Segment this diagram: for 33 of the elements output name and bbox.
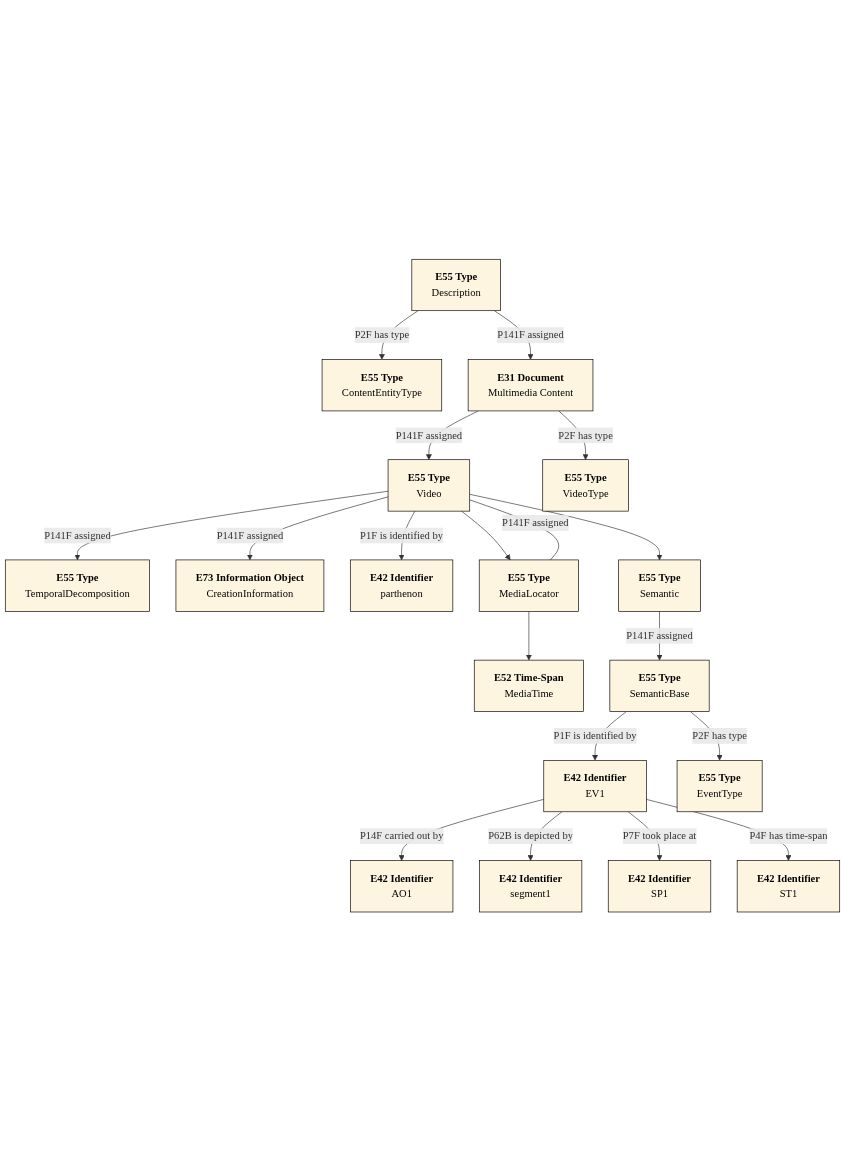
- node-box: E42 Identifier parthenon: [349, 559, 454, 612]
- node-box: E55 Type Semantic: [618, 559, 701, 612]
- node-box: E42 Identifier EV1: [543, 759, 647, 812]
- edge-label: P62B is depicted by: [488, 830, 573, 842]
- node-box: E42 Identifier segment1: [479, 860, 583, 913]
- node-box: E73 Information Object CreationInformation: [175, 559, 325, 612]
- edge-label: P141F assigned: [502, 516, 569, 529]
- node-box: E55 Type VideoType: [542, 459, 629, 512]
- node-box: E52 Time-Span MediaTime: [473, 659, 584, 712]
- edge-label: P1F is identified by: [553, 729, 637, 742]
- node-box: E55 Type ContentEntityType: [321, 359, 443, 412]
- node-box: E55 Type EventType: [676, 759, 763, 812]
- node-box: E55 Type Video: [387, 459, 471, 512]
- node-box: E42 Identifier SP1: [607, 860, 712, 913]
- edge-label: P2F has type: [354, 329, 410, 341]
- edge-label: P4F has time-span: [749, 830, 828, 842]
- edge-label: P14F carried out by: [359, 830, 444, 842]
- node-box: E42 Identifier AO1: [350, 860, 454, 913]
- node-box: E55 Type TemporalDecomposition: [4, 559, 150, 612]
- edge-label: P7F took place at: [622, 830, 697, 842]
- edge-label: P1F is identified by: [360, 529, 444, 541]
- edge-label: P141F assigned: [395, 429, 463, 441]
- node-box: E55 Type Description: [411, 258, 501, 311]
- node-box: E55 Type MediaLocator: [478, 559, 579, 612]
- edge-label: P141F assigned: [626, 629, 693, 641]
- edge-label: P2F has type: [558, 429, 613, 441]
- edge-label: P141F assigned: [44, 529, 111, 541]
- node-box: E42 Identifier ST1: [736, 860, 841, 913]
- node-box: E31 Document Multimedia Content: [467, 359, 594, 412]
- node-box: E55 Type SemanticBase: [609, 659, 710, 712]
- edge-label: P141F assigned: [497, 329, 564, 341]
- edge-label: P2F has type: [692, 729, 747, 742]
- edge-label: P141F assigned: [216, 529, 284, 541]
